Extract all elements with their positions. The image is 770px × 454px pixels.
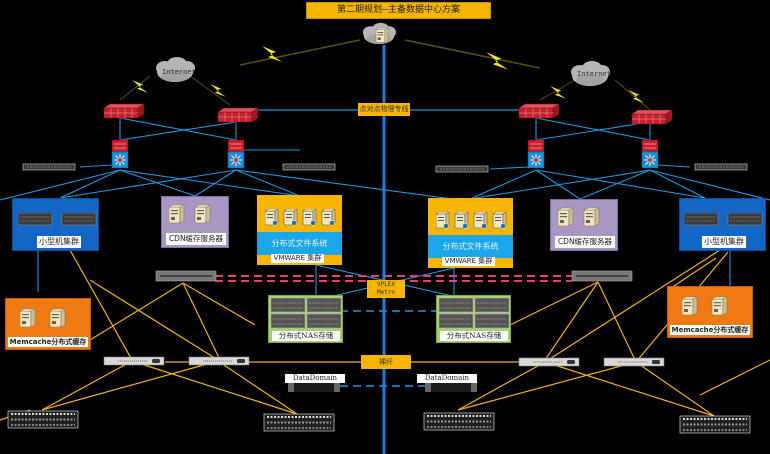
nas-unit-icon	[439, 298, 474, 313]
vm-server-icon	[321, 209, 336, 226]
left-distributed-fs: 分布式文件系统	[257, 232, 342, 255]
san-switch-right	[571, 270, 633, 282]
nas-unit-icon	[271, 313, 306, 329]
left-vmware-label: VMWARE 集群	[271, 254, 324, 263]
left-cdn-cache: CDN缓存服务器	[161, 196, 229, 248]
load-balancer-icon	[282, 163, 336, 171]
left-memcache: Memcache分布式缓存	[5, 298, 91, 350]
nas-unit-icon	[474, 298, 510, 313]
san-switch-left	[155, 270, 217, 282]
right-vmware-cluster: 分布式文件系统 VMWARE 集群	[428, 198, 513, 268]
core-switch-icon	[641, 139, 659, 169]
left-san-links	[0, 249, 298, 421]
left-minicomputer-cluster: 小型机集群	[12, 198, 99, 251]
blade-server-icon	[18, 213, 53, 226]
datadomain-device-left	[288, 383, 340, 392]
right-nas-storage: 分布式NAS存储	[436, 295, 511, 343]
firewall-icon	[518, 103, 560, 119]
left-nas-label: 分布式NAS存储	[272, 331, 340, 341]
firewall-icon	[631, 109, 673, 125]
server-icon	[682, 296, 698, 316]
server-icon	[583, 207, 600, 227]
internet-label-right: Internet	[577, 70, 611, 78]
left-nas-storage: 分布式NAS存储	[268, 295, 343, 343]
right-cdn-label: CDN缓存服务器	[555, 236, 615, 248]
blade-server-icon	[727, 213, 763, 226]
wan-link	[614, 79, 651, 111]
wan-link	[239, 39, 361, 66]
fc-switch-icon	[188, 356, 250, 366]
vplex-line1: VPLEX	[376, 281, 396, 288]
lightning-icon	[210, 84, 226, 97]
internet-label-left: Internet	[162, 68, 196, 76]
lightning-icon	[132, 80, 148, 93]
right-memcache-label: Memcache分布式缓存	[670, 325, 750, 335]
left-memcache-label: Memcache分布式缓存	[8, 337, 88, 347]
vm-server-icon	[436, 212, 450, 229]
left-vmware-cluster: 分布式文件系统 VMWARE 集群	[257, 195, 342, 265]
nas-unit-icon	[306, 298, 342, 313]
vm-server-icon	[302, 209, 317, 226]
server-icon	[194, 204, 211, 224]
center-server-icon	[375, 27, 389, 43]
server-icon	[169, 204, 185, 224]
blade-server-icon	[61, 213, 97, 226]
lightning-icon	[628, 90, 644, 103]
server-icon	[711, 296, 728, 316]
right-distributed-fs: 分布式文件系统	[428, 235, 513, 258]
vm-server-icon	[454, 212, 469, 229]
disk-array-icon	[679, 415, 751, 434]
vplex-line2: Metro	[376, 289, 396, 296]
vm-server-icon	[492, 212, 507, 229]
right-cdn-cache: CDN缓存服务器	[550, 199, 618, 251]
right-vmware-label: VMWARE 集群	[442, 257, 495, 266]
nas-unit-icon	[474, 313, 510, 329]
nas-unit-icon	[439, 313, 474, 329]
disk-array-icon	[263, 413, 335, 432]
firewall-icon	[103, 103, 145, 119]
load-balancer-icon	[435, 165, 489, 173]
left-minicomputer-label: 小型机集群	[37, 236, 81, 248]
blade-server-icon	[684, 213, 719, 226]
disk-array-icon	[7, 410, 79, 429]
server-icon	[558, 207, 574, 227]
core-switch-icon	[227, 139, 245, 169]
right-network-links	[469, 117, 770, 288]
firewall-icon	[217, 107, 259, 123]
nas-unit-icon	[306, 313, 342, 329]
fc-switch-icon	[603, 357, 665, 367]
right-nas-label: 分布式NAS存储	[440, 331, 508, 341]
datadomain-label-right: DataDomain	[417, 374, 477, 383]
p2p-link-label: 点对点物理专线	[358, 103, 410, 116]
right-memcache: Memcache分布式缓存	[667, 286, 753, 338]
vplex-metro-label: VPLEX Metro	[367, 280, 405, 298]
load-balancer-icon	[694, 163, 748, 171]
datadomain-device-right	[425, 383, 477, 392]
right-minicomputer-label: 小型机集群	[702, 236, 746, 248]
fc-switch-icon	[518, 357, 580, 367]
vm-server-icon	[473, 212, 488, 229]
diagram-title: 第二期规划--主备数据中心方案	[306, 2, 491, 19]
left-cdn-label: CDN缓存服务器	[166, 233, 226, 245]
fiber-label: 裸纤	[361, 355, 411, 369]
load-balancer-icon	[22, 163, 76, 171]
wan-link	[189, 75, 231, 106]
vm-server-icon	[265, 209, 279, 226]
server-icon	[20, 308, 36, 328]
wan-link	[404, 39, 541, 69]
right-minicomputer-cluster: 小型机集群	[679, 198, 766, 251]
vm-server-icon	[283, 209, 298, 226]
fc-switch-icon	[103, 356, 165, 366]
core-switch-icon	[527, 139, 545, 169]
wan-link	[119, 75, 151, 101]
core-switch-icon	[111, 139, 129, 169]
left-network-links	[0, 117, 461, 292]
datadomain-label-left: DataDomain	[285, 374, 345, 383]
disk-array-icon	[423, 412, 495, 431]
nas-unit-icon	[271, 298, 306, 313]
server-icon	[49, 308, 66, 328]
